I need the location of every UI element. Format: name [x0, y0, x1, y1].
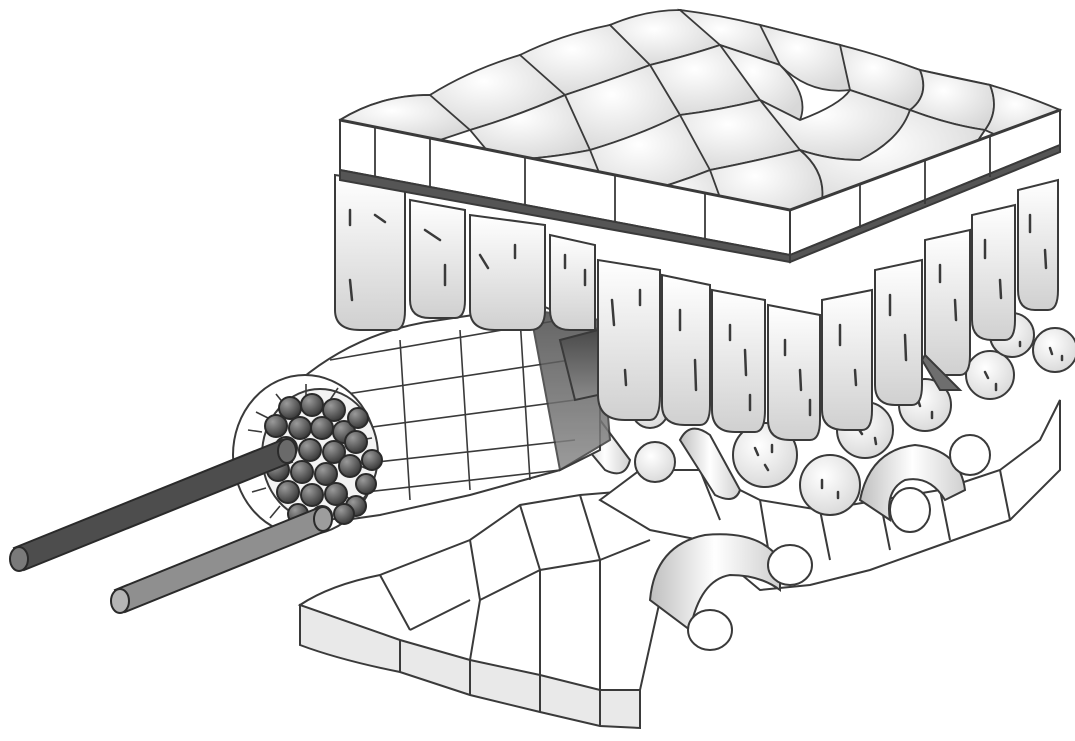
- palisade-mesophyll: [334, 173, 1059, 441]
- chloroplast-marks-spongy: [753, 328, 1064, 500]
- xylem-tube: [9, 438, 297, 572]
- upper-epidermis: [338, 8, 1063, 264]
- chloroplast-marks-palisade: [348, 208, 1048, 417]
- lower-epidermis: [297, 488, 702, 730]
- vessel-cells: [264, 393, 383, 527]
- phloem-tube: [110, 506, 333, 614]
